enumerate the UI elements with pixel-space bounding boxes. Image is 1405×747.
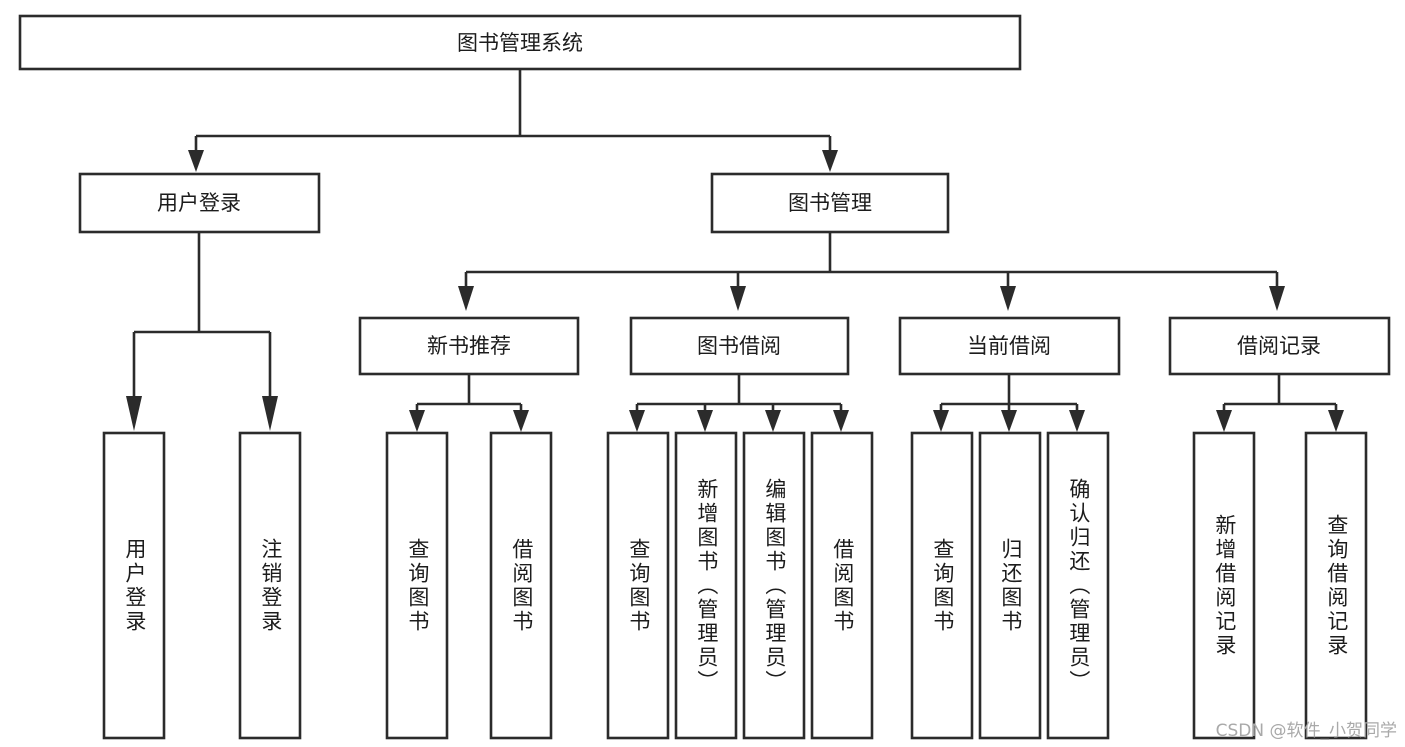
- node-group: 图书管理系统 用户登录 图书管理 新书推荐 图书借阅 当前借阅 借阅记录: [18, 14, 1391, 740]
- arrow-userlogin-leaf-2-icon: [262, 396, 278, 431]
- node-book-borrow[interactable]: [629, 316, 850, 376]
- node-current-borrow-label: 当前借阅: [967, 334, 1051, 358]
- node-root-label: 图书管理系统: [457, 31, 583, 55]
- watermark-text: CSDN @软件_小贺同学: [1215, 721, 1397, 741]
- arrow-bookmanage-to-record-icon: [1269, 286, 1285, 311]
- node-leaf-new-book-1[interactable]: [385, 431, 449, 740]
- arrow-bookmanage-to-new-book-icon: [458, 286, 474, 311]
- node-book-manage-label: 图书管理: [788, 191, 872, 215]
- arrow-current-leaf-3-icon: [1069, 410, 1085, 432]
- node-user-login-label: 用户登录: [157, 191, 241, 215]
- arrow-newbook-leaf-1-icon: [409, 410, 425, 432]
- node-leaf-book-borrow-2[interactable]: [674, 431, 738, 740]
- node-root[interactable]: [18, 14, 1022, 71]
- node-borrow-record-label: 借阅记录: [1237, 334, 1321, 358]
- arrow-root-to-book-manage-icon: [822, 150, 838, 172]
- node-leaf-new-book-2[interactable]: [489, 431, 553, 740]
- node-new-book-recommend-label: 新书推荐: [427, 334, 511, 358]
- arrow-record-leaf-1-icon: [1216, 410, 1232, 432]
- node-current-borrow[interactable]: [898, 316, 1121, 376]
- node-user-login[interactable]: [78, 172, 321, 234]
- node-book-borrow-label: 图书借阅: [697, 334, 781, 358]
- arrow-bookmanage-to-borrow-icon: [730, 286, 746, 311]
- node-leaf-book-borrow-4[interactable]: [810, 431, 874, 740]
- node-leaf-borrow-record-2[interactable]: [1304, 431, 1368, 740]
- arrow-borrow-leaf-1-icon: [629, 410, 645, 432]
- node-leaf-book-borrow-3[interactable]: [742, 431, 806, 740]
- node-leaf-current-borrow-2[interactable]: [978, 431, 1042, 740]
- node-book-manage[interactable]: [710, 172, 950, 234]
- arrow-borrow-leaf-2-icon: [697, 410, 713, 432]
- node-leaf-current-borrow-3[interactable]: [1046, 431, 1110, 740]
- arrow-borrow-leaf-3-icon: [765, 410, 781, 432]
- arrow-record-leaf-2-icon: [1328, 410, 1344, 432]
- node-leaf-borrow-record-1[interactable]: [1192, 431, 1256, 740]
- node-borrow-record[interactable]: [1168, 316, 1391, 376]
- node-leaf-user-login-1[interactable]: [102, 431, 166, 740]
- node-new-book-recommend[interactable]: [358, 316, 580, 376]
- arrow-current-leaf-2-icon: [1001, 410, 1017, 432]
- arrow-newbook-leaf-2-icon: [513, 410, 529, 432]
- node-leaf-book-borrow-1[interactable]: [606, 431, 670, 740]
- arrow-root-to-user-login-icon: [188, 150, 204, 172]
- arrow-borrow-leaf-4-icon: [833, 410, 849, 432]
- arrow-bookmanage-to-current-icon: [1000, 286, 1016, 311]
- node-leaf-user-login-2[interactable]: [238, 431, 302, 740]
- arrow-userlogin-leaf-1-icon: [126, 396, 142, 431]
- node-leaf-current-borrow-1[interactable]: [910, 431, 974, 740]
- connector-group: [126, 69, 1344, 432]
- arrow-current-leaf-1-icon: [933, 410, 949, 432]
